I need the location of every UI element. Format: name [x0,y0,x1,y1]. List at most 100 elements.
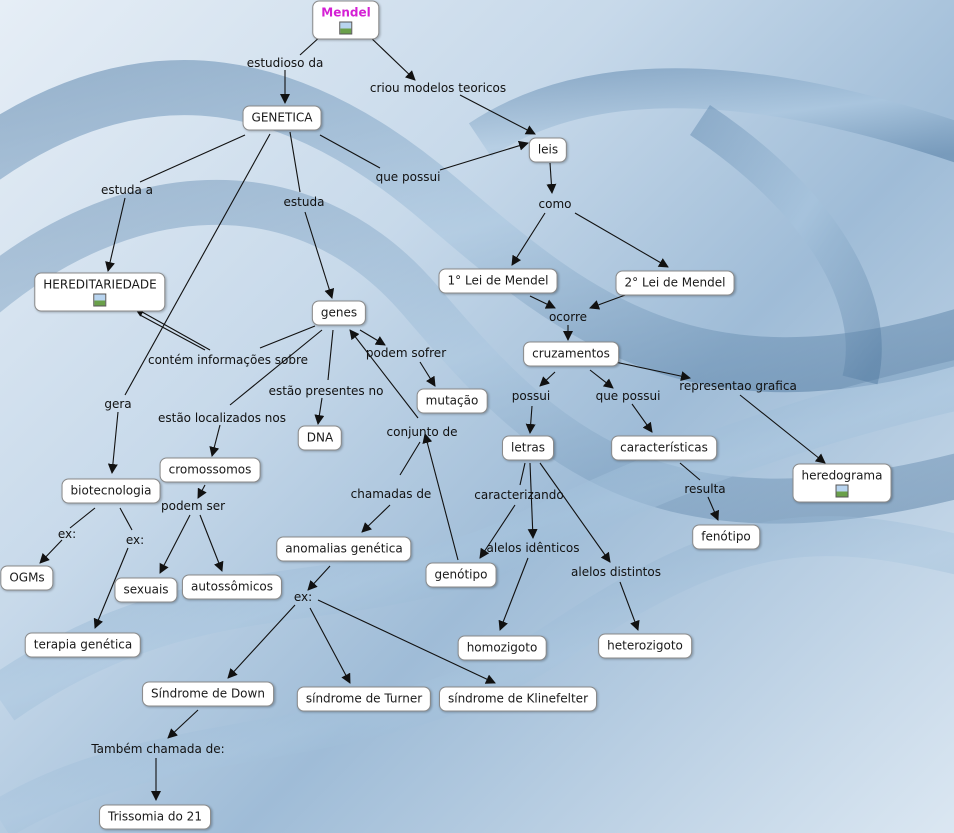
link-estao-presentes[interactable]: estão presentes no [268,384,384,398]
concept-anomalias[interactable]: anomalias genética [276,536,412,562]
link-ex-3[interactable]: ex: [293,590,313,604]
link-ex-2[interactable]: ex: [125,533,145,547]
concept-dna[interactable]: DNA [297,425,343,451]
concept-heredograma[interactable]: heredograma [792,463,892,503]
link-resulta[interactable]: resulta [684,482,726,496]
concept-trissomia[interactable]: Trissomia do 21 [99,804,211,830]
connector-line [93,547,129,629]
link-gera[interactable]: gera [104,397,132,411]
concept-klinefelter[interactable]: síndrome de Klinefelter [438,686,598,712]
concept-cruzamentos[interactable]: cruzamentos [523,341,619,367]
connector-line [589,369,614,389]
link-estudioso[interactable]: estudioso da [246,56,324,70]
connector-line [227,604,296,679]
link-conjunto[interactable]: conjunto de [386,425,458,439]
concept-leis[interactable]: leis [528,137,568,163]
connector-line [327,329,334,381]
connector-line [124,133,271,396]
concept-genetica[interactable]: GENETICA [242,105,322,131]
link-representao[interactable]: representao grafica [679,379,797,393]
concept-caracteristicas[interactable]: características [611,435,717,461]
concept-label: heredograma [801,468,883,483]
connector-line [259,325,316,349]
connector-line [199,514,224,572]
connector-line [361,504,391,533]
concept-label: biotecnologia [70,483,152,498]
link-que-possui-2[interactable]: que possui [595,389,661,403]
link-tambem[interactable]: Também chamada de: [91,742,225,756]
link-contem[interactable]: contém informações sobre [147,353,309,367]
connector-line [419,361,436,387]
connector-line [539,462,611,563]
concept-mutacao[interactable]: mutação [416,388,488,414]
concept-terapia[interactable]: terapia genética [24,632,142,658]
connector-line [119,507,133,531]
concept-lei2[interactable]: 2° Lei de Mendel [615,270,735,296]
concept-heterozigoto[interactable]: heterozigoto [598,633,692,659]
connector-line [619,581,640,631]
concept-genotipo[interactable]: genótipo [425,562,497,588]
connector-line [422,433,459,561]
concept-label: características [620,440,708,455]
connector-line [314,397,325,425]
image-icon[interactable] [835,484,849,498]
connector-line [574,212,669,268]
concept-label: GENETICA [251,110,313,125]
concept-label: síndrome de Klinefelter [447,691,589,706]
link-estuda-a[interactable]: estuda a [100,183,154,197]
concept-letras[interactable]: letras [502,435,554,461]
connector-line [105,197,126,272]
connector-line [546,162,557,194]
concept-biotecnologia[interactable]: biotecnologia [61,478,161,504]
concept-label: sexuais [123,582,169,597]
concept-label: leis [537,142,559,157]
connector-line [304,211,335,299]
connector-line [631,403,653,433]
concept-label: 1° Lei de Mendel [447,273,549,288]
link-criou[interactable]: criou modelos teoricos [369,81,507,95]
link-chamadas[interactable]: chamadas de [350,487,432,501]
concept-cromossomos[interactable]: cromossomos [159,457,261,483]
link-estao-localizados[interactable]: estão localizados nos [157,411,287,425]
concept-label: Trissomia do 21 [108,809,202,824]
concept-homozigoto[interactable]: homozigoto [457,635,547,661]
connector-line [529,295,556,309]
connector-line [69,507,96,529]
concept-label: OGMs [9,570,45,585]
concept-lei1[interactable]: 1° Lei de Mendel [438,268,558,294]
connector-line [519,462,526,486]
concept-label: Mendel [321,5,371,20]
concept-label: heterozigoto [607,638,683,653]
link-possui[interactable]: possui [511,389,551,403]
connector-line [739,394,826,464]
connector-line [511,212,546,266]
link-alelos-identicos[interactable]: alelos idênticos [486,541,580,555]
image-icon[interactable] [93,293,107,307]
concept-fenotipo[interactable]: fenótipo [692,524,760,550]
link-caracterizando[interactable]: caracterizando [474,488,564,502]
connector-line [525,405,536,434]
link-como[interactable]: como [538,197,572,211]
concept-autossomicos[interactable]: autossômicos [181,574,283,600]
link-alelos-distintos[interactable]: alelos distintos [571,565,661,579]
link-que-possui[interactable]: que possui [375,170,441,184]
concept-ogms[interactable]: OGMs [0,565,54,591]
concept-label: síndrome de Turner [305,691,423,706]
concept-sexuais[interactable]: sexuais [114,577,178,603]
concept-hereditariedade[interactable]: HEREDITARIEDADE [34,272,166,312]
link-podem-sofrer[interactable]: podem sofrer [365,346,447,360]
concept-label: autossômicos [190,579,274,594]
link-podem-ser[interactable]: podem ser [160,499,226,513]
link-ex-1[interactable]: ex: [57,527,77,541]
concept-genes[interactable]: genes [311,300,367,326]
connector-line [139,134,246,183]
concept-label: DNA [306,430,334,445]
concept-turner[interactable]: síndrome de Turner [296,686,432,712]
concept-label: genótipo [434,567,488,582]
concept-mendel[interactable]: Mendel [312,0,380,40]
link-ocorre[interactable]: ocorre [548,310,588,324]
concept-down[interactable]: Síndrome de Down [142,681,274,707]
link-estuda[interactable]: estuda [283,195,325,209]
image-icon[interactable] [339,21,353,35]
concept-label: cromossomos [168,462,252,477]
